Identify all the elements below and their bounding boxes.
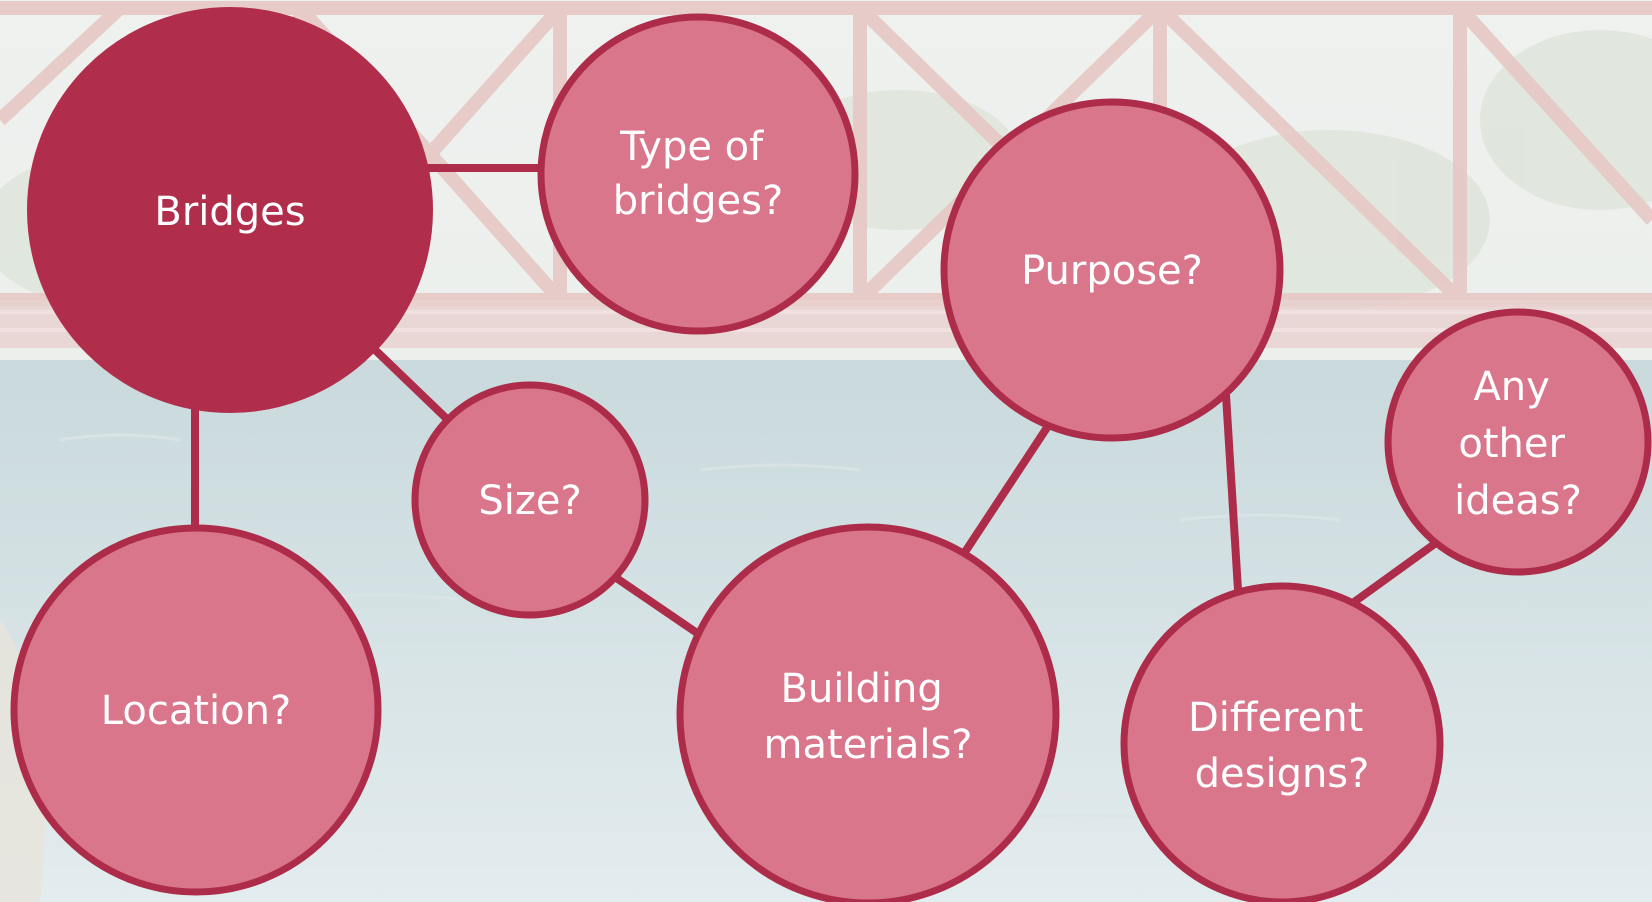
- svg-text:Purpose?: Purpose?: [1021, 248, 1203, 294]
- node-any-other-ideas: Any other ideas?: [1384, 308, 1652, 576]
- svg-text:Different designs?: Different designs?: [1188, 695, 1376, 797]
- link-bridges-size: [367, 342, 451, 423]
- bubble-purpose: [940, 98, 1284, 442]
- node-type-of-bridges: Type of bridges?: [537, 13, 859, 335]
- bubble-location: [10, 524, 382, 896]
- svg-text:Size?: Size?: [478, 478, 581, 524]
- svg-text:Building materials?: Building materials?: [763, 666, 972, 768]
- bubble-type-of-bridges: [537, 13, 859, 335]
- node-building-materials: Building materials?: [676, 523, 1060, 902]
- node-bridges: Bridges: [27, 7, 433, 413]
- node-different-designs: Different designs?: [1120, 582, 1444, 902]
- svg-text:Location?: Location?: [101, 688, 291, 734]
- svg-text:Any other ideas?: Any other ideas?: [1454, 364, 1582, 524]
- different-designs-label-line-2: designs?: [1195, 751, 1370, 797]
- svg-text:Bridges: Bridges: [154, 189, 305, 235]
- connectors: [191, 164, 1443, 639]
- type-of-bridges-label-line-2: bridges?: [613, 178, 783, 224]
- type-of-bridges-label-line-1: Type of: [619, 124, 764, 170]
- bridges-label: Bridges: [154, 189, 305, 235]
- link-size-materials: [609, 571, 703, 639]
- any-other-ideas-label-line-2: other: [1458, 421, 1565, 467]
- link-materials-purpose: [961, 417, 1056, 555]
- bubble-size: [411, 381, 649, 619]
- any-other-ideas-label-line-3: ideas?: [1454, 478, 1582, 524]
- svg-text:Type of bridges?: Type of bridges?: [613, 124, 783, 224]
- bubble-bridges: [27, 7, 433, 413]
- node-purpose: Purpose?: [940, 98, 1284, 442]
- bubble-different-designs: [1120, 582, 1444, 902]
- bubble-building-materials: [676, 523, 1060, 902]
- different-designs-label-line-1: Different: [1188, 695, 1363, 741]
- size-label: Size?: [478, 478, 581, 524]
- purpose-label: Purpose?: [1021, 248, 1203, 294]
- node-location: Location?: [10, 524, 382, 896]
- building-materials-label-line-1: Building: [781, 666, 943, 712]
- bubble-any-other-ideas: [1384, 308, 1652, 576]
- link-purpose-designs: [1222, 394, 1242, 591]
- location-label: Location?: [101, 688, 291, 734]
- building-materials-label-line-2: materials?: [763, 722, 972, 768]
- any-other-ideas-label-line-1: Any: [1473, 364, 1549, 410]
- link-designs-ideas: [1347, 536, 1443, 609]
- node-size: Size?: [411, 381, 649, 619]
